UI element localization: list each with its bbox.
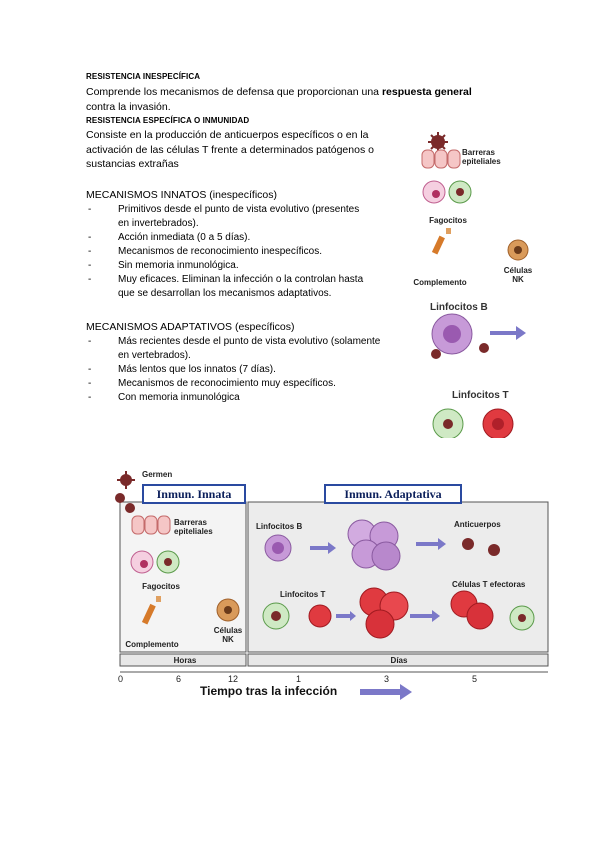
list-mecanismos-adaptativos: Más recientes desde el punto de vista ev… <box>86 335 426 405</box>
side-label-linfocitos-b: Linfocitos B <box>430 302 488 313</box>
days-bar <box>247 653 549 667</box>
label-celulas-t-efectoras: Células T efectoras <box>452 580 526 589</box>
phagocyte-icon <box>432 408 464 440</box>
antibody-germ-icon <box>462 538 474 550</box>
phagocyte-icon <box>422 180 446 204</box>
phagocyte-icon <box>509 605 535 631</box>
nk-cell-icon <box>216 598 240 622</box>
label-germen: Germen <box>142 470 173 479</box>
hours-bar <box>119 653 247 667</box>
germ-icon <box>125 503 135 513</box>
label-barreras: Barreras epiteliales <box>174 518 213 536</box>
germ-icon <box>428 132 448 152</box>
list-item: Más recientes desde el punto de vista ev… <box>86 335 426 349</box>
phagocyte-icon <box>130 550 154 574</box>
side-label-fagocitos: Fagocitos <box>429 216 467 225</box>
inespecifica-text-bold: respuesta general <box>381 86 472 98</box>
heading-resistencia-inespecifica: RESISTENCIA INESPECÍFICA <box>86 72 201 81</box>
especifica-line: activación de las células T frente a det… <box>86 143 374 156</box>
list-item: Mecanismos de reconocimiento muy específ… <box>86 377 426 391</box>
label-complemento: Complemento <box>125 640 179 649</box>
side-figure-illustration <box>421 132 529 440</box>
phagocyte-icon <box>262 602 290 630</box>
b-lymphocyte-icon <box>431 313 473 355</box>
heading-mecanismos-innatos: MECANISMOS INNATOS (inespecíficos) <box>86 189 277 201</box>
especifica-line: sustancias extrañas <box>86 158 179 170</box>
germ-icon <box>115 493 125 503</box>
tick-day-1: 1 <box>296 674 302 684</box>
t-lymphocyte-cluster-icon <box>359 587 409 639</box>
paragraph-inespecifica: Comprende los mecanismos de defensa que … <box>86 85 506 114</box>
arrow-icon <box>310 542 336 554</box>
list-item-continuation: en invertebrados). <box>118 218 199 229</box>
side-label-linfocitos-t: Linfocitos T <box>452 390 509 401</box>
title-inmun-innata: Inmun. Innata <box>142 484 246 504</box>
germ-icon <box>479 343 489 353</box>
b-lymphocyte-cluster-icon <box>347 519 401 571</box>
list-item: Más lentos que los innatos (7 días). <box>86 363 426 377</box>
arrow-icon <box>416 538 446 550</box>
label-dias: Días <box>390 656 408 665</box>
immunity-timeline-diagram: Germen Inmun. Innata Inmun. Adaptativa B… <box>110 468 550 708</box>
label-linfocitos-t: Linfocitos T <box>280 590 326 599</box>
label-horas: Horas <box>173 656 197 665</box>
antibody-germ-icon <box>488 544 500 556</box>
list-item-continuation: en vertebrados). <box>118 350 191 361</box>
list-mecanismos-innatos: Primitivos desde el punto de vista evolu… <box>86 203 416 301</box>
list-item: Sin memoria inmunológica. <box>86 259 416 273</box>
list-item: Primitivos desde el punto de vista evolu… <box>86 203 416 217</box>
arrow-icon <box>490 326 526 340</box>
complement-icon <box>431 228 451 255</box>
heading-resistencia-especifica: RESISTENCIA ESPECÍFICA O INMUNIDAD <box>86 116 250 125</box>
arrow-icon <box>410 610 440 622</box>
heading-mecanismos-adaptativos: MECANISMOS ADAPTATIVOS (específicos) <box>86 321 295 333</box>
phagocyte-icon <box>448 180 472 204</box>
side-label-nk: Células NK <box>503 266 533 284</box>
adaptive-box <box>247 501 549 653</box>
tick-day-5: 5 <box>472 674 478 684</box>
label-nk: Células NK <box>213 626 243 644</box>
list-item: Mecanismos de reconocimiento inespecífic… <box>86 245 416 259</box>
phagocyte-icon <box>156 550 180 574</box>
epithelial-barrier-icon <box>131 515 171 535</box>
list-item: Con memoria inmunológica <box>86 391 426 405</box>
list-item-continuation: que se desarrollan los mecanismos adapta… <box>118 288 332 299</box>
label-anticuerpos: Anticuerpos <box>454 520 501 529</box>
epithelial-barrier-icon <box>421 149 461 169</box>
t-effector-cluster-icon <box>450 590 494 630</box>
label-linfocitos-b: Linfocitos B <box>256 522 303 531</box>
arrow-icon <box>360 684 412 700</box>
germ-icon <box>431 349 441 359</box>
list-item: Acción inmediata (0 a 5 días). <box>86 231 416 245</box>
label-fagocitos: Fagocitos <box>142 582 180 591</box>
inespecifica-text-start: Comprende los mecanismos de defensa que … <box>86 86 382 98</box>
tick-hour-6: 6 <box>176 674 182 684</box>
side-figure: Barreras epiteliales Fagocitos Complemen… <box>408 128 538 440</box>
arrow-icon <box>336 611 356 621</box>
tick-hour-0: 0 <box>118 674 124 684</box>
title-inmun-adaptativa: Inmun. Adaptativa <box>324 484 462 504</box>
side-label-complemento: Complemento <box>413 278 467 287</box>
t-lymphocyte-icon <box>482 408 514 440</box>
nk-cell-icon <box>507 239 529 261</box>
paragraph-especifica: Consiste en la producción de anticuerpos… <box>86 128 416 172</box>
tick-hour-12: 12 <box>228 674 239 684</box>
tick-day-3: 3 <box>384 674 390 684</box>
complement-icon <box>141 596 161 625</box>
side-label-barreras: Barreras epiteliales <box>462 148 501 166</box>
t-lymphocyte-icon <box>308 604 332 628</box>
especifica-line: Consiste en la producción de anticuerpos… <box>86 129 369 141</box>
list-item: Muy eficaces. Eliminan la infección o la… <box>86 273 416 287</box>
inespecifica-text-end: contra la invasión. <box>86 100 171 113</box>
diagram-illustration <box>115 471 549 700</box>
axis-title-tiempo: Tiempo tras la infección <box>200 684 338 698</box>
germ-icon <box>117 471 135 489</box>
b-lymphocyte-icon <box>264 534 292 562</box>
